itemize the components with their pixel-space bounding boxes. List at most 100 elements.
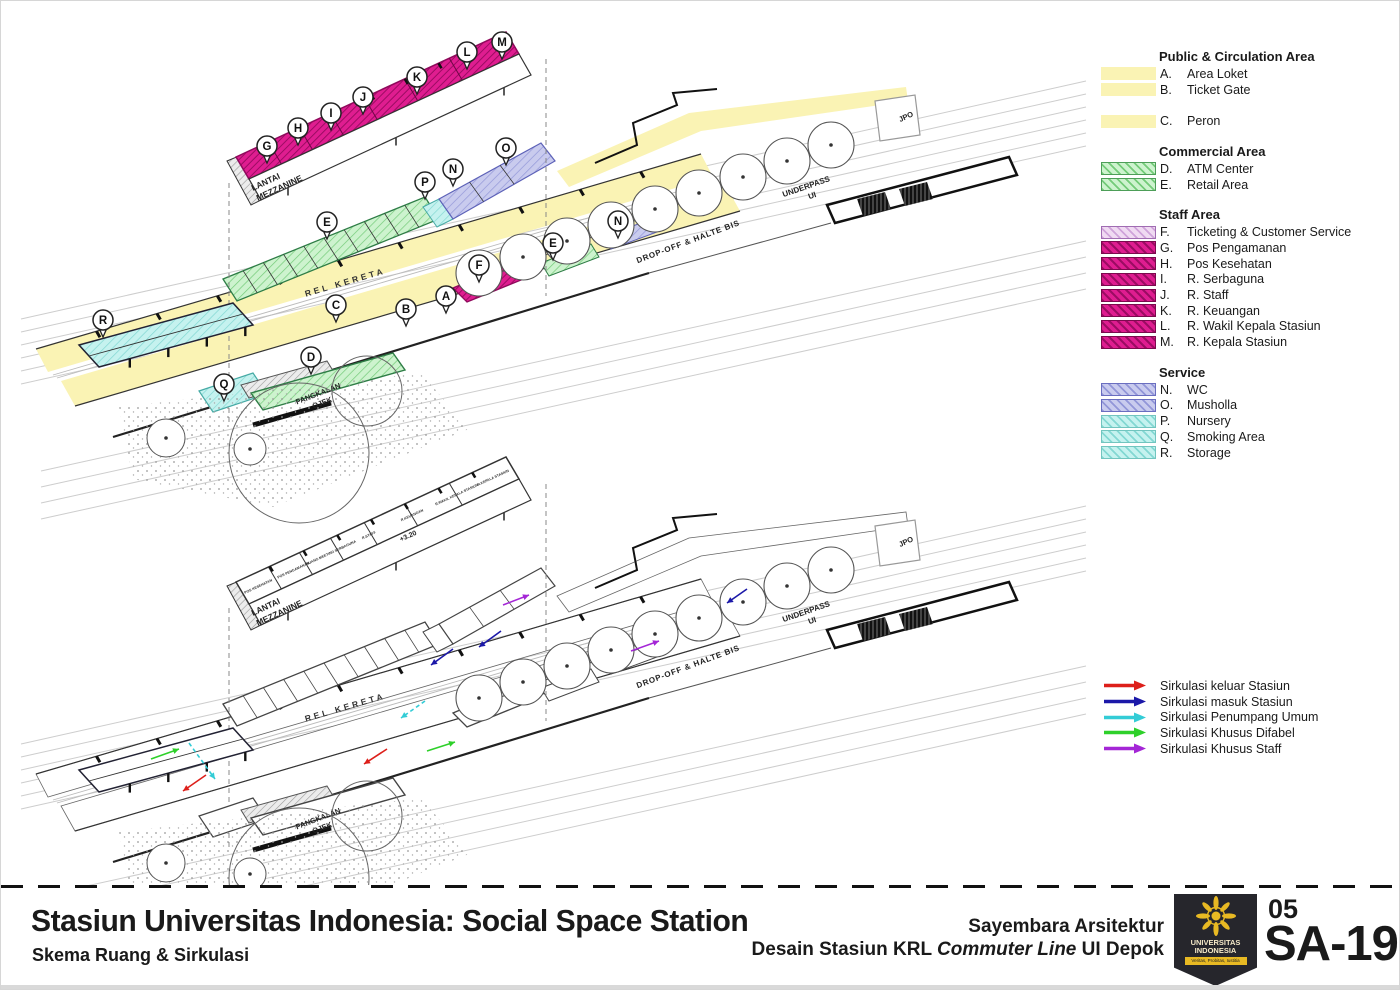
legend-item-J: J. R. Staff [1101, 287, 1386, 303]
legend-label: Retail Area [1187, 177, 1249, 192]
legend-item-G: G. Pos Pengamanan [1101, 240, 1386, 256]
legend-letter: C. [1160, 114, 1173, 129]
label-underpass-ui: UI [807, 615, 817, 626]
legend-item-B: B. Ticket Gate [1101, 82, 1386, 98]
legend-swatch [1101, 398, 1156, 412]
sheet-title: Stasiun Universitas Indonesia: Social Sp… [31, 903, 749, 938]
svg-text:F: F [475, 260, 482, 272]
circulation-legend-item: Sirkulasi Khusus Staff [1101, 741, 1318, 757]
legend-item-O: O.Musholla [1101, 398, 1386, 414]
arrow-icon [1104, 743, 1146, 754]
area-marker-O: O [495, 137, 517, 167]
legend-swatch [1101, 162, 1156, 176]
legend-swatch [1101, 225, 1156, 239]
svg-text:L: L [463, 47, 470, 59]
label-mezzanine-room: R.STAFF [361, 530, 377, 540]
svg-text:I: I [329, 108, 332, 120]
legend-label: WC [1187, 382, 1208, 397]
area-marker-B: B [395, 298, 417, 328]
legend-label: Musholla [1187, 398, 1238, 413]
legend-item-I: I. R. Serbaguna [1101, 272, 1386, 288]
legend-letter: N. [1160, 382, 1173, 397]
legend-letter: K. [1160, 303, 1172, 318]
circulation-legend-item: Sirkulasi Khusus Difabel [1101, 725, 1318, 741]
legend-label: R. Kepala Stasiun [1187, 335, 1288, 350]
legend-letter: P. [1160, 414, 1171, 429]
legend-label: Area Loket [1187, 66, 1248, 81]
area-marker-H: H [287, 117, 309, 147]
legend-letter: J. [1160, 288, 1170, 303]
svg-text:Q: Q [220, 379, 229, 391]
legend-swatch [1101, 288, 1156, 302]
legend-item-M: M. R. Kepala Stasiun [1101, 334, 1386, 350]
svg-text:C: C [332, 300, 340, 312]
legend-swatch [1101, 304, 1156, 318]
legend-section-title: Commercial Area [1159, 144, 1266, 160]
legend-section-title: Service [1159, 364, 1206, 380]
legend-label: Ticket Gate [1187, 82, 1251, 97]
svg-text:M: M [497, 37, 507, 49]
legend-label: R. Wakil Kepala Stasiun [1187, 319, 1321, 334]
legend-item-H: H.Pos Kesehatan [1101, 256, 1386, 272]
legend-letter: G. [1160, 240, 1174, 255]
legend-swatch [1101, 383, 1156, 397]
svg-text:E: E [549, 238, 557, 250]
legend-letter: I. [1160, 272, 1167, 287]
svg-text:A: A [442, 291, 450, 303]
area-marker-L: L [456, 41, 478, 71]
legend-letter: F. [1160, 225, 1170, 240]
area-marker-R: R [92, 309, 114, 339]
area-marker-G: G [256, 135, 278, 165]
svg-text:R: R [99, 315, 108, 327]
area-marker-K: K [406, 66, 428, 96]
legend-letter: B. [1160, 82, 1172, 97]
area-marker-Q: Q [213, 373, 235, 403]
svg-text:B: B [402, 304, 410, 316]
area-marker-E: E [316, 211, 338, 241]
axonometric-drawings: REL KERETALANTAIMEZZANINEPANGKALANOJEKDR… [20, 31, 1087, 885]
circulation-legend-label: Sirkulasi Khusus Difabel [1160, 725, 1295, 740]
area-marker-C: C [325, 294, 347, 324]
legend-item-D: D.ATM Center [1101, 161, 1386, 177]
legend-letter: R. [1160, 445, 1173, 460]
legend-section-title: Public & Circulation Area [1159, 49, 1315, 64]
page-bottom-edge [1, 985, 1399, 989]
svg-text:H: H [294, 123, 302, 135]
legend-label: R. Staff [1187, 288, 1229, 303]
credit-line-2: Desain Stasiun KRL Commuter Line UI Depo… [751, 939, 1164, 960]
circulation-legend-item: Sirkulasi Penumpang Umum [1101, 709, 1318, 725]
legend-letter: M. [1160, 335, 1174, 350]
legend-item-E: E.Retail Area [1101, 177, 1386, 193]
legend-swatch [1101, 83, 1156, 97]
svg-text:E: E [323, 217, 331, 229]
legend-letter: D. [1160, 161, 1173, 176]
legend-letter: L. [1160, 319, 1171, 334]
area-marker-J: J [352, 86, 374, 116]
svg-text:P: P [421, 177, 429, 189]
ui-makara-logo-icon [1195, 896, 1236, 936]
top-colored-drawing: REL KERETALANTAIMEZZANINEPANGKALANOJEKDR… [20, 31, 1087, 524]
legend-label: Pos Pengamanan [1187, 240, 1287, 255]
svg-text:K: K [413, 72, 422, 84]
legend-label: R. Keuangan [1187, 303, 1260, 318]
legend-letter: A. [1160, 66, 1172, 81]
sheet-code: SA-19 [1264, 917, 1399, 971]
area-marker-P: P [414, 171, 436, 201]
legend-item-R: R.Storage [1101, 445, 1386, 461]
legend-swatch [1101, 67, 1156, 81]
arrow-icon [1104, 712, 1146, 723]
legend-letter: Q. [1160, 429, 1174, 444]
sheet-number: 05 [1268, 894, 1299, 924]
arrow-icon [1104, 696, 1146, 707]
svg-text:J: J [360, 92, 366, 104]
label-underpass-ui: UI [807, 190, 817, 201]
legend-label: Smoking Area [1187, 429, 1265, 444]
legend-label: R. Serbaguna [1187, 272, 1265, 287]
legend-swatch [1101, 178, 1156, 192]
legend-item-N: N. WC [1101, 382, 1386, 398]
area-marker-F: F [468, 254, 490, 284]
area-marker-I: I [320, 102, 342, 132]
area-marker-N: N [442, 158, 464, 188]
